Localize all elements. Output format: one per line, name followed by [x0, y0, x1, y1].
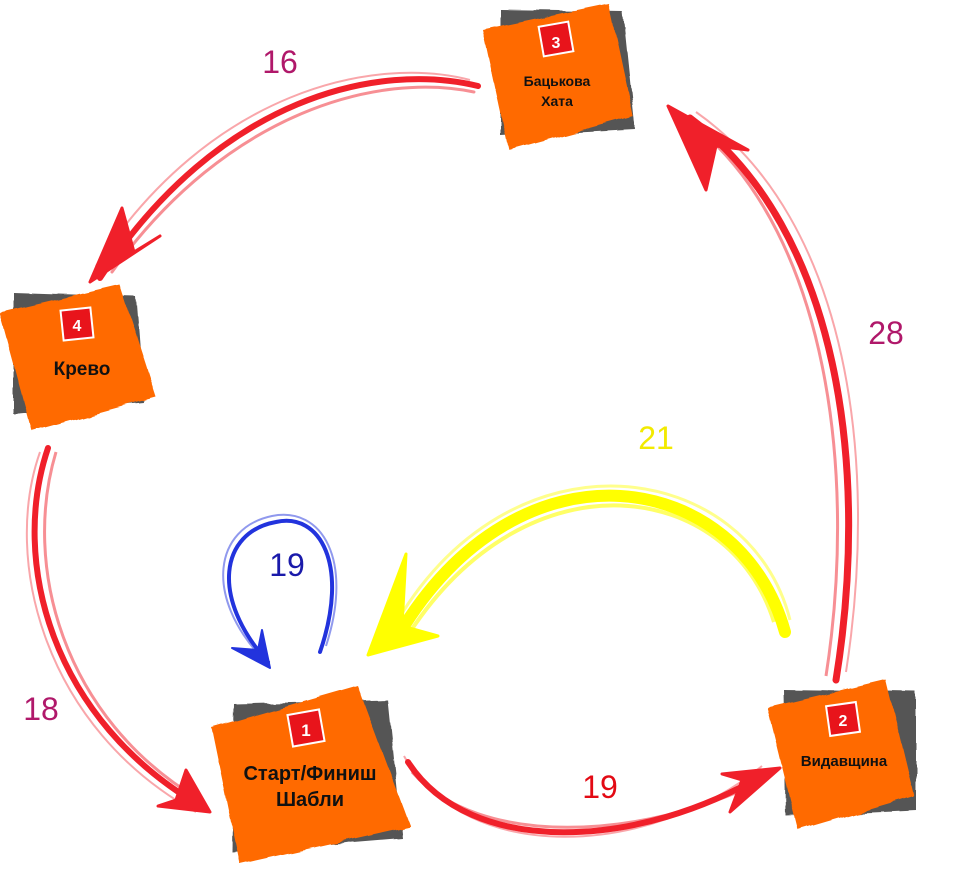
node-2[interactable]: 2 Видавщина	[768, 680, 916, 830]
edge-1-to-2-label: 19	[582, 769, 618, 805]
node-3[interactable]: 3 Бацькова Хата	[483, 4, 635, 150]
node-4-label-line1: Крево	[54, 359, 111, 380]
node-4-badge-number: 4	[73, 318, 82, 335]
edge-3-to-4-arrow	[88, 71, 481, 284]
edge-2-to-1-label: 21	[638, 420, 674, 456]
node-1[interactable]: 1 Старт/Финиш Шабли	[212, 686, 410, 864]
edge-1-to-1-loop-arrow	[222, 513, 338, 669]
edge-2-to-3-label: 28	[868, 315, 904, 351]
edge-4-to-1-label: 18	[23, 691, 59, 727]
nodes: 3 Бацькова Хата 4 Крево 1 Старт/Финиш Ша…	[0, 4, 916, 864]
node-1-label-line2: Шабли	[276, 789, 344, 811]
edges	[25, 71, 860, 838]
node-3-badge-number: 3	[552, 35, 561, 52]
edge-2-to-1-arrow	[366, 484, 792, 657]
edge-4-to-1-arrow	[25, 445, 212, 814]
edge-labels: 16 28 18 19 21 19	[23, 44, 904, 805]
node-4-badge	[59, 306, 95, 342]
node-3-label-line2: Хата	[541, 93, 573, 109]
node-1-label-line1: Старт/Финиш	[243, 763, 376, 785]
node-3-badge	[537, 20, 575, 58]
node-2-label-line1: Видавщина	[801, 753, 888, 770]
node-3-label-line1: Бацькова	[524, 73, 591, 89]
node-1-badge	[286, 708, 326, 748]
edge-1-to-2-arrow	[403, 755, 782, 838]
edge-2-to-3-arrow	[666, 104, 860, 684]
node-1-badge-number: 1	[301, 721, 310, 740]
node-2-badge	[824, 700, 862, 738]
node-4[interactable]: 4 Крево	[0, 285, 156, 431]
edge-3-to-4-label: 16	[262, 44, 298, 80]
edge-1-to-1-label: 19	[269, 547, 305, 583]
node-2-badge-number: 2	[839, 713, 848, 730]
